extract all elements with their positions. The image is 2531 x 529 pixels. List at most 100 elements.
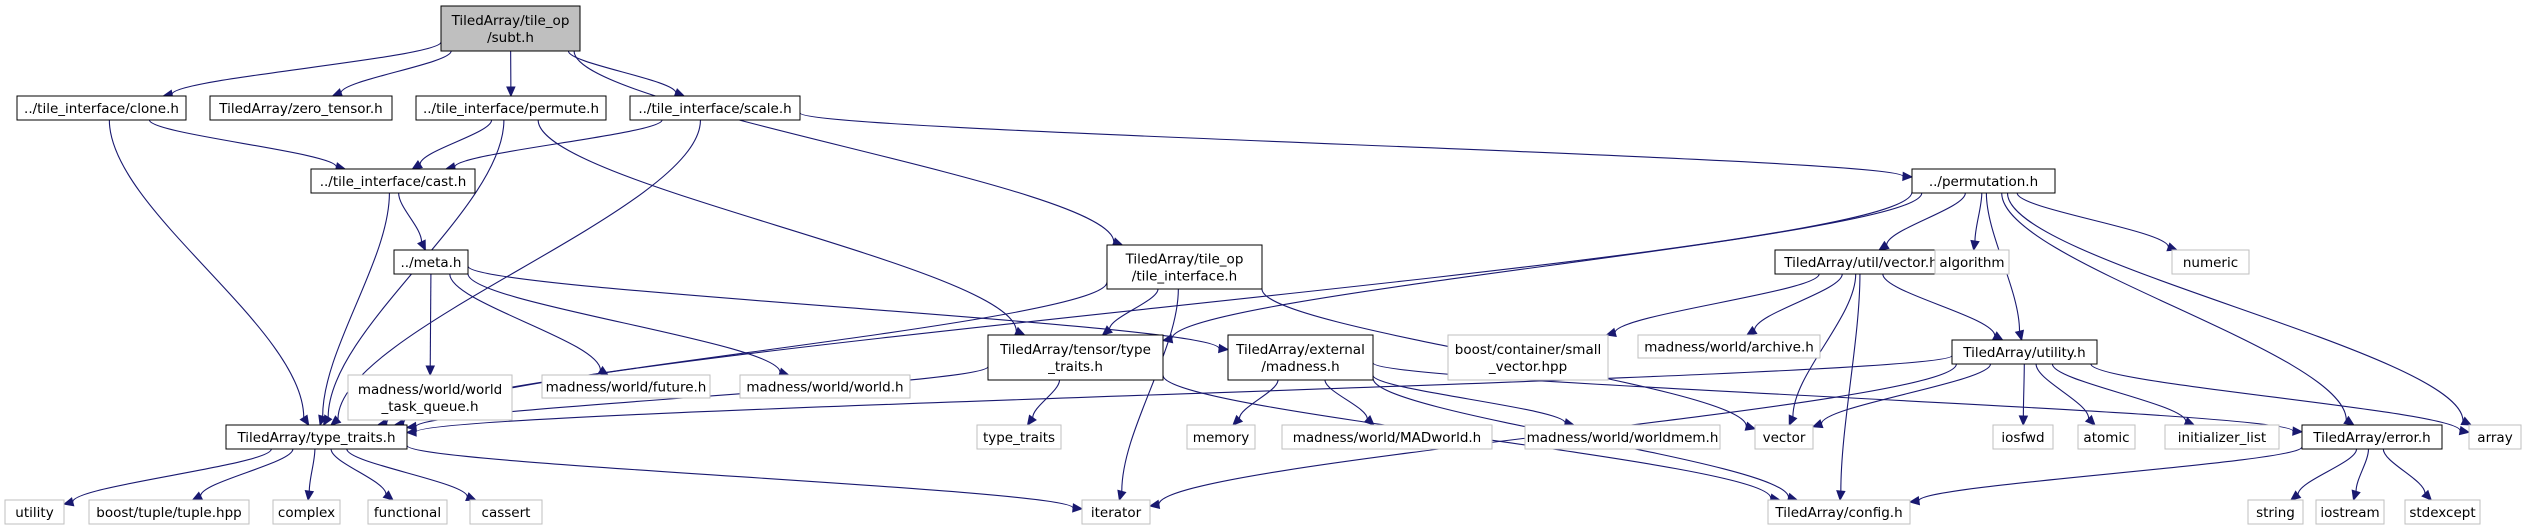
node-utility_h[interactable]: TiledArray/utility.h — [1951, 339, 2098, 365]
node-zero_tensor[interactable]: TiledArray/zero_tensor.h — [209, 95, 393, 121]
arrowhead — [411, 159, 423, 170]
edge-meta-to-world_task_queue — [425, 273, 436, 377]
edge-line — [419, 119, 493, 165]
node-box[interactable] — [1911, 168, 2056, 194]
node-label: algorithm — [1939, 255, 2004, 271]
node-cast[interactable]: ../tile_interface/cast.h — [310, 168, 476, 194]
edge-line — [1882, 273, 1996, 336]
edge-line — [2006, 192, 2464, 421]
edge-subt-to-zero_tensor — [331, 50, 452, 98]
arrowhead — [1363, 415, 1375, 426]
node-util_vector[interactable]: TiledArray/util/vector.h — [1774, 249, 1948, 275]
node-tensor_type_traits[interactable]: TiledArray/tensor/type_traits.h — [987, 334, 1164, 381]
node-array: array — [2468, 424, 2522, 450]
edge-line — [2001, 192, 2347, 421]
edge-tensor_type_traits-to-type_traits_std — [1026, 379, 1061, 427]
arrowhead — [1026, 414, 1037, 427]
edge-utility_h-to-iosfwd — [2018, 363, 2029, 427]
node-clone[interactable]: ../tile_interface/clone.h — [16, 95, 187, 121]
edge-line — [2090, 363, 2461, 432]
arrowhead — [330, 415, 342, 426]
node-box — [1992, 424, 2054, 450]
edge-line — [406, 444, 1074, 509]
arrowhead — [2018, 415, 2029, 427]
node-label: TiledArray/type_traits.h — [236, 430, 395, 446]
edge-util_vector-to-vector — [1788, 273, 1857, 427]
edge-scale-to-cast — [444, 119, 663, 172]
edge-meta-to-world — [467, 273, 790, 377]
edge-line — [1974, 192, 1983, 242]
node-box[interactable] — [1227, 334, 1374, 381]
arrowhead — [318, 414, 328, 427]
node-box — [1754, 424, 1814, 450]
node-label: TiledArray/zero_tensor.h — [218, 101, 382, 117]
node-box[interactable] — [440, 5, 581, 52]
node-box[interactable] — [393, 249, 469, 275]
arrowhead — [1788, 414, 1798, 427]
node-label: string — [2256, 505, 2295, 521]
arrowhead — [1745, 325, 1758, 336]
node-world: madness/world/world.h — [739, 374, 911, 399]
node-label: /madness.h — [1261, 359, 1339, 375]
edge-line — [2355, 448, 2370, 492]
edge-line — [2297, 448, 2358, 495]
edge-subt-to-clone — [162, 41, 442, 99]
node-box[interactable] — [1106, 244, 1263, 290]
edge-permute-to-cast — [411, 119, 493, 170]
node-type_traits_std: type_traits — [976, 424, 1062, 450]
edge-external_madness-to-error_h — [1372, 362, 2304, 436]
arrowhead — [1072, 503, 1084, 513]
node-box[interactable] — [310, 168, 476, 194]
edge-utility_h-to-atomic — [2035, 363, 2096, 426]
edge-line — [1171, 192, 1923, 339]
arrowhead — [304, 489, 315, 502]
node-box — [2315, 499, 2385, 525]
node-label: madness/world/future.h — [546, 380, 707, 396]
node-box[interactable] — [225, 424, 408, 450]
node-box[interactable] — [629, 95, 801, 121]
edge-clone-to-cast — [148, 119, 347, 172]
edge-subt-to-tile_interface — [573, 50, 1124, 247]
node-box[interactable] — [1951, 339, 2098, 365]
node-subt[interactable]: TiledArray/tile_op/subt.h — [440, 5, 581, 52]
node-label: initializer_list — [2178, 430, 2266, 446]
edge-line — [72, 448, 272, 503]
node-box[interactable] — [2301, 424, 2443, 450]
node-archive: madness/world/archive.h — [1637, 334, 1821, 359]
arrowhead — [2183, 416, 2196, 426]
node-scale[interactable]: ../tile_interface/scale.h — [629, 95, 801, 121]
edge-type_traits_h-to-complex — [304, 448, 316, 502]
node-box — [367, 499, 448, 525]
node-box[interactable] — [415, 95, 607, 121]
node-iosfwd: iosfwd — [1992, 424, 2054, 450]
node-box[interactable] — [1774, 249, 1948, 275]
node-type_traits_h[interactable]: TiledArray/type_traits.h — [225, 424, 408, 450]
node-label: TiledArray/tile_op — [451, 13, 570, 29]
node-external_madness[interactable]: TiledArray/external/madness.h — [1227, 334, 1374, 381]
edge-line — [415, 355, 1953, 433]
node-box[interactable] — [209, 95, 393, 121]
node-label: ../tile_interface/cast.h — [320, 174, 467, 190]
edge-line — [454, 119, 663, 168]
node-error_h[interactable]: TiledArray/error.h — [2301, 424, 2443, 450]
arrowhead — [1605, 327, 1617, 337]
edge-utility_h-to-type_traits_h — [405, 355, 1953, 437]
node-permutation[interactable]: ../permutation.h — [1911, 168, 2056, 194]
node-box — [2468, 424, 2522, 450]
node-label: boost/tuple/tuple.hpp — [96, 505, 241, 521]
arrowhead — [506, 86, 516, 98]
arrowhead — [299, 414, 310, 427]
node-box[interactable] — [16, 95, 187, 121]
node-meta[interactable]: ../meta.h — [393, 249, 469, 275]
node-label: utility — [15, 505, 53, 521]
arrowhead — [1878, 240, 1890, 251]
node-permute[interactable]: ../tile_interface/permute.h — [415, 95, 607, 121]
edge-line — [340, 50, 452, 94]
node-label: /tile_interface.h — [1132, 269, 1237, 285]
node-label: stdexcept — [2409, 505, 2475, 521]
node-label: cassert — [482, 505, 531, 521]
node-tile_interface[interactable]: TiledArray/tile_op/tile_interface.h — [1106, 244, 1263, 290]
node-box[interactable] — [987, 334, 1164, 381]
node-label: TiledArray/external — [1235, 342, 1365, 358]
node-functional: functional — [367, 499, 448, 525]
